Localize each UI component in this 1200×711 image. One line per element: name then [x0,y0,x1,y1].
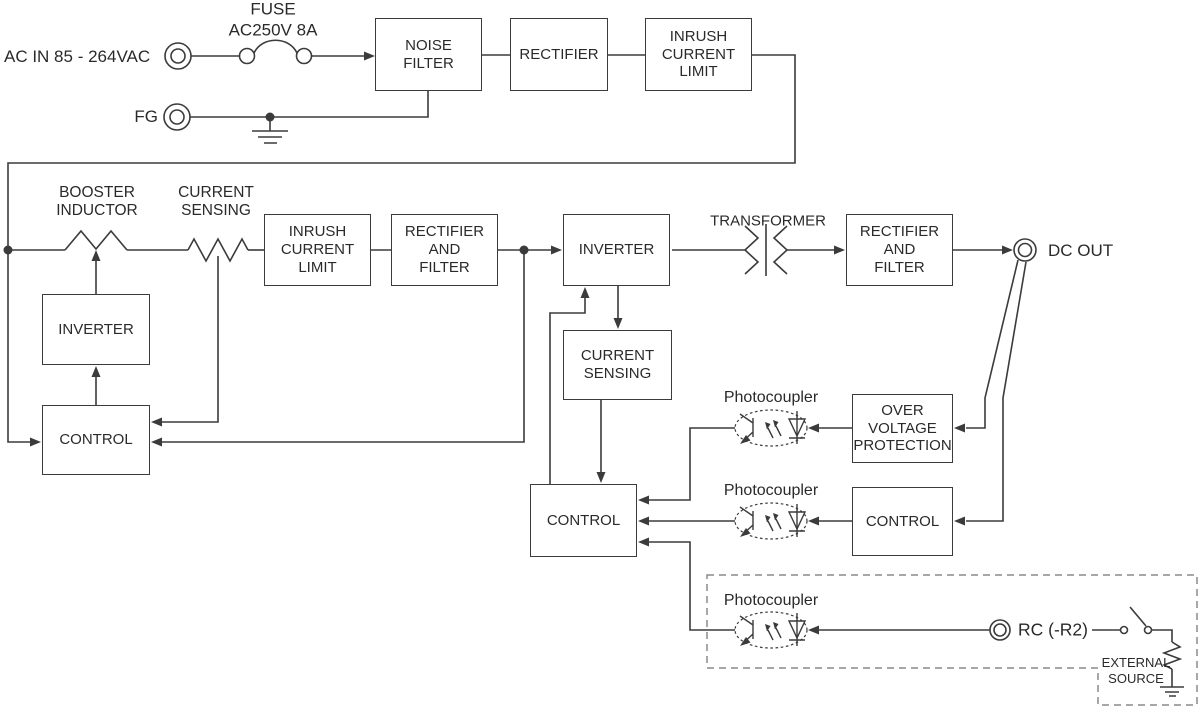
terminal-fg [163,103,191,131]
wire-control-pfc [91,250,525,447]
block-control-secondary: CONTROL [852,487,953,556]
wire-fg [190,91,429,122]
current-sensing-resistor-symbol [187,237,249,263]
wire-photocoupler-rc [638,537,990,635]
transformer-symbol [672,224,845,276]
photocoupler-ovp-label: Photocoupler [723,389,819,406]
switch-symbol [1119,606,1153,635]
block-inverter-pfc: INVERTER [42,294,150,365]
booster-inductor-symbol [64,229,128,251]
block-rectifier-and-filter-2: RECTIFIER AND FILTER [846,214,953,286]
block-inverter-main: INVERTER [563,214,670,286]
wire-photocoupler-control [638,516,852,526]
fg-label: FG [134,107,158,126]
wire-dc-out [953,245,1013,255]
wire-control-center [549,286,623,484]
transformer-label: TRANSFORMER [710,212,826,230]
ac-in-label: AC IN 85 - 264VAC [4,47,151,66]
ground-symbol-fg [252,117,288,144]
external-source-label: EXTERNAL SOURCE [1101,654,1171,686]
booster-inductor-label: BOOSTER INDUCTOR [56,184,138,219]
wire-ac-input [191,51,375,61]
wire-photocoupler-ovp [638,423,852,505]
fuse-name-label: FUSE [250,0,296,19]
block-inrush-current-limit-2: INRUSH CURRENT LIMIT [264,214,371,286]
block-rectifier-and-filter-1: RECTIFIER AND FILTER [391,214,498,286]
terminal-rc [989,619,1011,641]
dc-out-label: DC OUT [1048,241,1114,260]
block-inrush-current-limit-1: INRUSH CURRENT LIMIT [645,18,752,91]
rc-label: RC (-R2) [1018,619,1088,640]
block-control-main: CONTROL [530,484,637,557]
current-sensing-resistor-label: CURRENT SENSING [178,184,254,219]
terminal-dc-out [1013,238,1037,262]
block-rectifier: RECTIFIER [510,18,608,91]
block-over-voltage-protection: OVER VOLTAGE PROTECTION [852,394,953,463]
fuse-symbol [238,39,313,65]
remote-control-dashed-region [706,574,1198,706]
block-control-pfc: CONTROL [42,405,150,475]
terminal-ac-in [164,42,192,70]
external-resistor-symbol [1161,641,1183,670]
photocoupler-rc-label: Photocoupler [723,592,819,609]
block-current-sensing: CURRENT SENSING [563,330,672,400]
wire-top-row [7,54,796,447]
wire-rc-circuit [1092,629,1173,642]
fuse-rating-label: AC250V 8A [228,20,318,40]
block-noise-filter: NOISE FILTER [375,18,482,91]
wire-feedback-taps [954,259,1027,526]
photocoupler-control-label: Photocoupler [723,482,819,499]
ground-symbol-external [1160,669,1184,697]
